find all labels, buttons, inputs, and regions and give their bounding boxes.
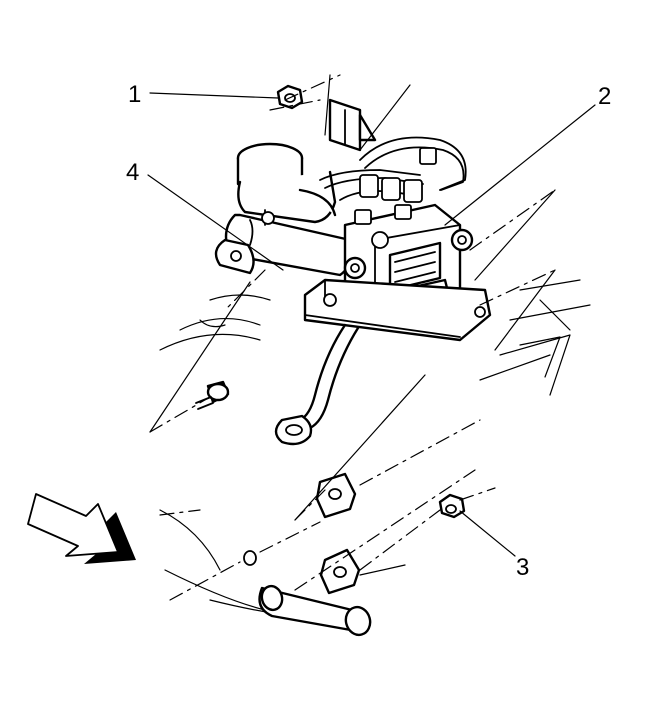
callout-2: 2 [598,83,611,110]
callout-1: 1 [128,81,141,108]
leader-1 [149,92,279,99]
leader-lines [147,92,596,557]
mounting-rod [258,584,372,637]
ground-bolt [195,380,230,410]
nut-item-3 [438,493,466,519]
callout-4: 4 [126,159,139,186]
upper-bracket [328,98,377,152]
leader-2 [444,104,596,226]
insulator-lower [319,548,361,595]
ground-strap [274,323,360,446]
lower-bracket [303,278,492,342]
master-cylinder [214,142,353,277]
leader-3 [459,510,516,557]
direction-arrow-icon [27,493,136,564]
alignment-lines [149,74,556,601]
leader-4 [147,174,284,271]
callout-3: 3 [516,554,529,581]
brake-lines [319,136,467,203]
insulator-upper [315,472,357,519]
mount-hole [243,550,257,566]
